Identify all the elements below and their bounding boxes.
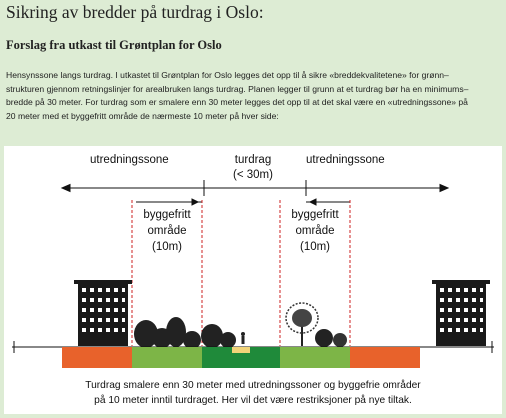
left-zone-label: utredningssone (90, 154, 169, 166)
buffer-right-label-line2: område (295, 225, 335, 237)
buffer-left-label-line2: område (147, 225, 187, 237)
caption-line1: Turdrag smalere enn 30 meter med utredni… (85, 380, 421, 391)
buffer-left-label-line3: (10m) (151, 241, 183, 253)
building-left (74, 280, 132, 346)
intro-line: Hensynssone langs turdrag. I utkastet ti… (6, 70, 449, 80)
center-label-line2: (< 30m) (233, 169, 273, 181)
dashed-boundaries (131, 200, 351, 346)
page-title: Sikring av bredder på turdrag i Oslo: (6, 2, 264, 22)
diagram-graphic (12, 180, 494, 368)
zone-bar (62, 347, 420, 368)
vegetation-left (134, 317, 236, 349)
caption-line2: på 10 meter inntil turdraget. Her vil de… (94, 395, 412, 406)
building-right (432, 280, 490, 346)
buffer-left-label-line1: byggefritt (143, 209, 191, 221)
person-icon (241, 332, 245, 344)
buffer-zone-right (280, 347, 350, 368)
intro-line: bredde på 30 meter. For turdrag som er s… (6, 97, 468, 108)
intro-line: 20 meter med et byggefritt område de nær… (6, 110, 279, 121)
page-subtitle: Forslag fra utkast til Grøntplan for Osl… (6, 38, 222, 52)
outer-zone-left (62, 347, 132, 368)
tree-right (285, 302, 347, 347)
buffer-arrows (136, 198, 350, 206)
intro-paragraph: Hensynssone langs turdrag. I utkastet ti… (6, 69, 502, 123)
trail-path (232, 347, 250, 353)
zone-arrow (60, 180, 450, 196)
center-label-line1: turdrag (234, 154, 272, 166)
outer-zone-right (350, 347, 420, 368)
trail-zone-diagram: utredningssone turdrag (< 30m) utredning… (4, 146, 502, 414)
trail-zone (202, 347, 280, 368)
buffer-right-label-line3: (10m) (299, 241, 331, 253)
right-zone-label: utredningssone (306, 154, 385, 166)
buffer-zone-left (132, 347, 202, 368)
intro-line: strukturen gjennom retningslinjer for ar… (6, 83, 469, 94)
buffer-right-label-line1: byggefritt (291, 209, 339, 221)
